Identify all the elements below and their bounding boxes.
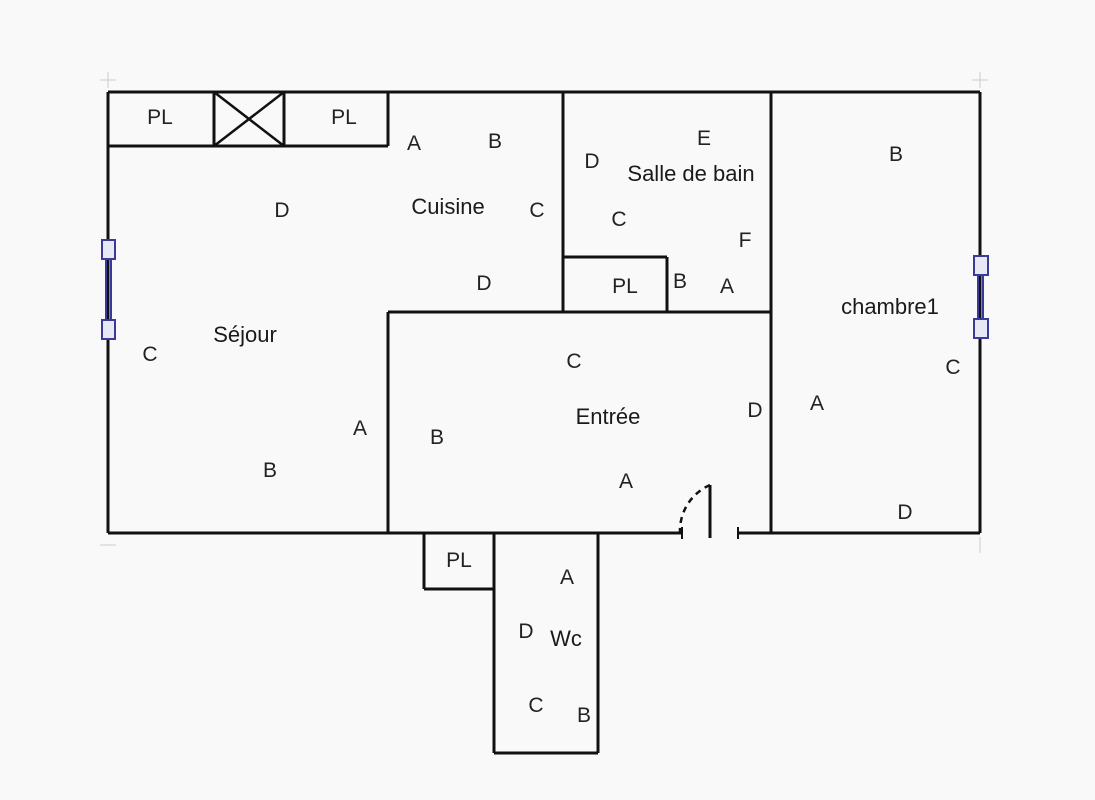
wall-mark: C bbox=[142, 343, 158, 366]
wall-mark: E bbox=[696, 127, 712, 150]
wall-mark: B bbox=[262, 459, 278, 482]
wall-mark: B bbox=[487, 130, 503, 153]
placard-label: PL bbox=[331, 106, 357, 129]
wall-mark: B bbox=[576, 704, 592, 727]
wall-mark: D bbox=[747, 399, 763, 422]
room-label-cuisine: Cuisine bbox=[411, 194, 485, 219]
wall-mark: A bbox=[618, 470, 634, 493]
placard-label: PL bbox=[446, 549, 472, 572]
wall-mark: A bbox=[559, 566, 575, 589]
room-label-entree: Entrée bbox=[575, 404, 641, 429]
wall-mark: B bbox=[888, 143, 904, 166]
room-label-wc: Wc bbox=[550, 626, 582, 651]
placard-label: PL bbox=[612, 275, 638, 298]
room-label-sejour: Séjour bbox=[213, 322, 277, 347]
wall-mark: D bbox=[897, 501, 913, 524]
wall-mark: D bbox=[584, 150, 600, 173]
entrance-door[interactable] bbox=[678, 483, 739, 539]
wall-mark: A bbox=[719, 275, 735, 298]
shaft-symbol bbox=[213, 91, 285, 147]
wall-mark: F bbox=[738, 229, 752, 252]
wall-mark: B bbox=[429, 426, 445, 449]
wall-mark: C bbox=[529, 199, 545, 222]
window-right[interactable] bbox=[973, 255, 989, 339]
window-left[interactable] bbox=[101, 239, 116, 340]
room-label-chambre1: chambre1 bbox=[841, 294, 939, 319]
room-label-salle-de-bain: Salle de bain bbox=[627, 161, 755, 186]
wall-mark: C bbox=[566, 350, 582, 373]
wall-mark: A bbox=[809, 392, 825, 415]
corner-markers bbox=[100, 72, 988, 553]
wall-mark: C bbox=[528, 694, 544, 717]
wall-mark: D bbox=[274, 199, 290, 222]
wall-mark: C bbox=[945, 356, 961, 379]
wall-mark: B bbox=[672, 270, 688, 293]
wall-mark: A bbox=[406, 132, 422, 155]
wall-mark: D bbox=[476, 272, 492, 295]
wall-mark: A bbox=[352, 417, 368, 440]
wall-mark: D bbox=[518, 620, 534, 643]
wall-mark: C bbox=[611, 208, 627, 231]
placard-label: PL bbox=[147, 106, 173, 129]
